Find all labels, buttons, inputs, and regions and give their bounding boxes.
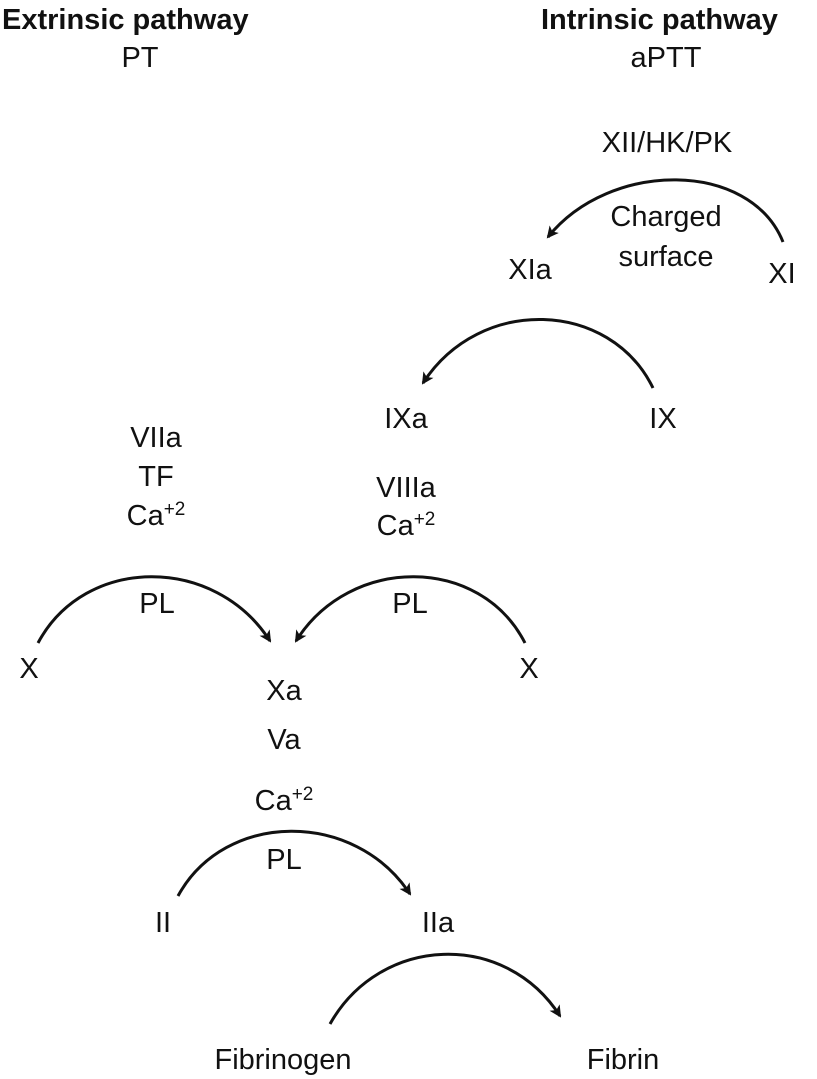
intrinsic-test-label: aPTT (630, 42, 702, 74)
common-phospholipid: PL (266, 844, 302, 876)
factor-viia: VIIa (130, 422, 182, 454)
arrow-fibrinogen-to-fibrin (328, 952, 562, 1025)
arrow-extrinsic-x-to-xa (36, 575, 272, 644)
extrinsic-factor-x: X (19, 653, 39, 685)
factor-xa: Xa (266, 675, 302, 707)
factor-xi: XI (768, 258, 796, 290)
factor-iia: IIa (421, 907, 455, 939)
charged-surface-line2: surface (618, 241, 714, 273)
intrinsic-phospholipid: PL (392, 588, 428, 620)
cofactor-viiia: VIIIa (376, 472, 436, 504)
common-calcium-charge: +2 (291, 784, 314, 805)
fibrinogen-label: Fibrinogen (214, 1044, 352, 1076)
common-calcium-symbol: Ca (254, 785, 292, 817)
arrow-ix-to-ixa (421, 317, 655, 389)
tissue-factor: TF (138, 461, 174, 493)
charged-surface-line1: Charged (610, 201, 722, 233)
intrinsic-calcium-symbol: Ca (376, 510, 414, 542)
arrow-ii-to-iia (176, 829, 412, 897)
contact-factors-label: XII/HK/PK (601, 127, 733, 159)
extrinsic-phospholipid: PL (139, 588, 175, 620)
factor-ixa: IXa (384, 403, 428, 435)
arrow-xi-to-xia (546, 178, 785, 243)
cofactor-va: Va (267, 724, 301, 756)
extrinsic-calcium: Ca+2 (126, 499, 186, 532)
intrinsic-factor-x: X (519, 653, 539, 685)
extrinsic-test-label: PT (121, 42, 159, 74)
intrinsic-pathway-title: Intrinsic pathway (541, 4, 778, 36)
charged-surface-label: Charged surface (610, 197, 721, 277)
arrow-intrinsic-x-to-xa (294, 575, 527, 644)
intrinsic-calcium-charge: +2 (413, 509, 436, 530)
factor-ix: IX (649, 403, 677, 435)
factor-xia: XIa (508, 254, 552, 286)
extrinsic-calcium-charge: +2 (163, 499, 186, 520)
extrinsic-pathway-title: Extrinsic pathway (2, 4, 249, 36)
common-calcium: Ca+2 (254, 784, 314, 817)
fibrin-label: Fibrin (586, 1044, 660, 1076)
intrinsic-calcium: Ca+2 (376, 509, 436, 542)
extrinsic-calcium-symbol: Ca (126, 500, 164, 532)
factor-ii: II (154, 907, 172, 939)
